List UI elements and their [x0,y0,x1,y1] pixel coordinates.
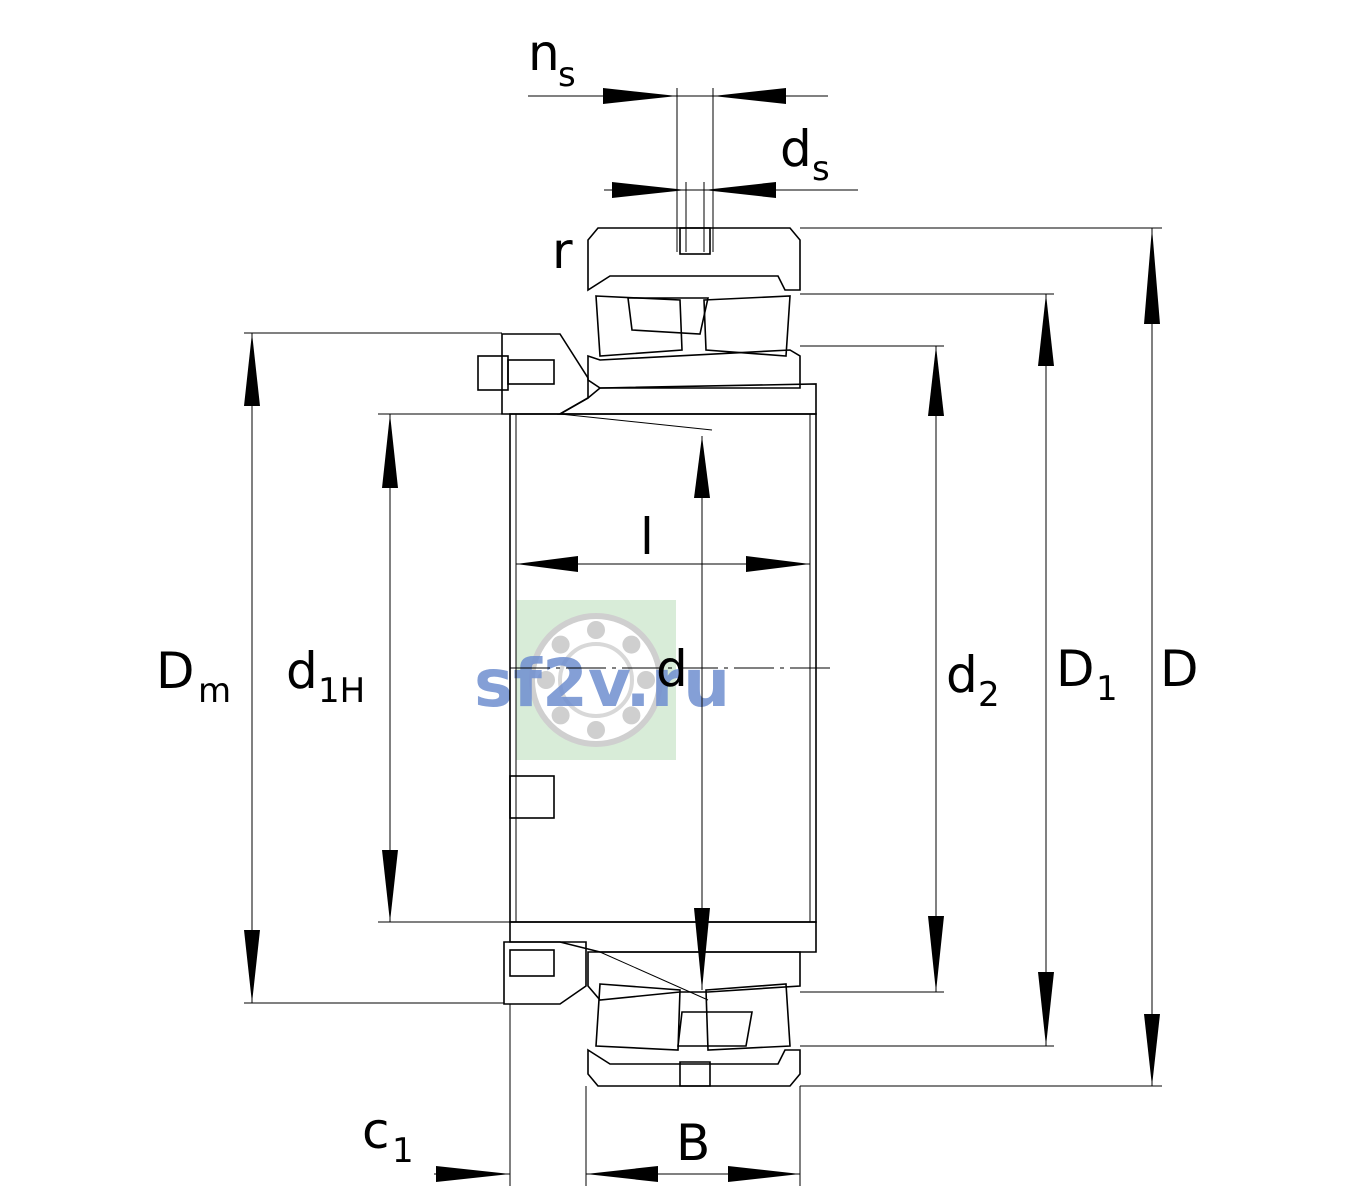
arrow-D1-bottom [1038,972,1054,1046]
label-ns-sub: s [558,55,576,95]
label-D1-sub: 1 [1096,669,1118,709]
outer-ring-upper [587,227,801,292]
outer-ring-lower [587,1048,801,1087]
lock-screw-lower [509,949,555,977]
label-ns: n [528,24,560,82]
watermark-ball [587,721,605,739]
label-c1: c [362,1102,390,1160]
lower-section [503,921,817,1087]
label-D: D [1160,640,1199,698]
cage-lower [677,1011,753,1047]
watermark-bearing-balls [537,621,655,739]
sleeve-slot [509,775,555,819]
cage-upper [627,297,709,335]
dimension-lines [244,88,1160,1182]
arrow-D-top [1144,228,1160,324]
arrow-l-left [516,556,578,572]
inner-ring-upper [587,349,801,389]
watermark-ball [622,635,641,654]
label-c1-sub: 1 [392,1131,414,1171]
label-l: l [640,508,654,566]
arrow-ds-left [612,182,686,198]
dimension-labels: n s d s r l d D m d 1H d 2 D 1 D c 1 B [156,24,1199,1172]
watermark-bearing-inner [558,642,634,718]
label-d: d [656,640,688,698]
locknut-lower [503,941,587,1005]
label-r: r [552,222,573,280]
lock-screw-upper [477,355,509,391]
roller-right-upper [703,295,791,357]
arrow-ns-right [713,88,786,104]
arrow-d-top [694,436,710,498]
adapter-sleeve-lower [509,921,817,953]
arrow-Dm-top [244,333,260,406]
upper-section [477,227,817,415]
lube-groove-lower [679,1061,711,1087]
watermark-ball [551,635,570,654]
label-ds: d [780,120,812,178]
arrow-D1-top [1038,294,1054,366]
lock-washer-tab-upper [507,359,555,385]
label-Dm: D [156,642,195,700]
arrow-ds-right [704,182,776,198]
label-B: B [676,1114,710,1172]
lube-hole-upper [679,227,711,255]
label-D1: D [1056,640,1095,698]
arrow-Dm-bottom [244,930,260,1003]
label-ds-sub: s [812,149,830,189]
extension-lines [244,227,1162,1186]
watermark-ball [551,706,570,725]
arrow-d-bottom [694,908,710,990]
label-d2: d [946,646,978,704]
label-Dm-sub: m [198,671,231,711]
label-d1H: d [286,642,318,700]
locknut-upper [501,333,589,415]
taper-line-upper [559,413,713,431]
roller-left-lower [595,983,681,1051]
taper-line-lower [599,951,709,1001]
arrow-B-left [586,1166,658,1182]
watermark-ball [537,671,555,689]
arrow-ns-left [603,88,677,104]
arrow-d1H-bottom [382,850,398,922]
roller-right-lower [705,983,791,1051]
inner-ring-lower [587,951,801,1001]
arrow-B-right [728,1166,800,1182]
watermark-ball [587,621,605,639]
centerlines [510,88,832,669]
label-d2-sub: 2 [978,675,1000,715]
arrow-l-right [746,556,810,572]
arrow-d2-top [928,346,944,416]
watermark-logo: sf2v.ru [474,600,730,760]
arrow-D-bottom [1144,1014,1160,1086]
watermark-text: sf2v.ru [474,645,730,722]
arrow-d1H-top [382,414,398,488]
label-d1H-sub: 1H [318,671,365,711]
arrow-c1 [436,1166,510,1182]
watermark-ball [637,671,655,689]
roller-left-upper [595,295,683,357]
arrow-d2-bottom [928,916,944,992]
watermark-ball [622,706,641,725]
